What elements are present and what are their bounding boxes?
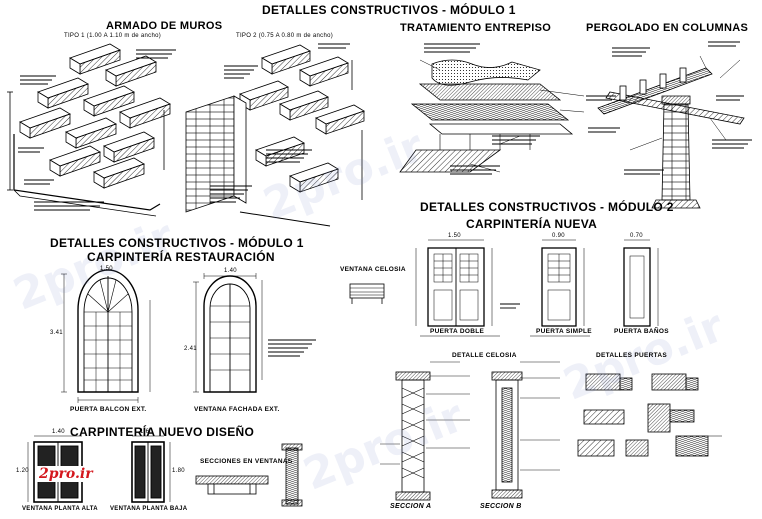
annotation-notes [18, 41, 752, 357]
caption-puerta-simple: PUERTA SIMPLE [536, 328, 592, 335]
dim-alta-width: 1.40 [52, 429, 65, 435]
dim-balcon-height: 3.41 [50, 330, 63, 336]
dim-fachada-width: 1.40 [224, 268, 237, 274]
caption-puerta-banos: PUERTA BAÑOS [614, 328, 669, 335]
ventana-planta-baja-elevation [131, 435, 171, 503]
dim-baja-height: 1.80 [172, 468, 185, 474]
caption-ventana-alta: VENTANA PLANTA ALTA [22, 506, 98, 512]
module2-title: DETALLES CONSTRUCTIVOS - MÓDULO 2 [420, 200, 674, 214]
puerta-balcon-elevation [61, 269, 151, 403]
dim-fachada-height: 2.41 [184, 346, 197, 352]
module1-left-title: DETALLES CONSTRUCTIVOS - MÓDULO 1 [50, 236, 304, 250]
armado-muros-tipo2 [185, 44, 365, 227]
caption-puerta-balcon: PUERTA BALCON EXT. [70, 406, 147, 413]
caption-tipo2: TIPO 2 (0.75 A 0.80 m de ancho) [236, 33, 334, 39]
section-carpinteria-restauracion: CARPINTERÍA RESTAURACIÓN [87, 250, 275, 264]
secciones-ventanas-detail [195, 443, 303, 507]
caption-seccion-a: SECCION A [390, 503, 432, 510]
detalle-celosia-sections [380, 361, 560, 501]
section-pergolado: PERGOLADO EN COLUMNAS [586, 22, 749, 34]
caption-ventana-fachada: VENTANA FACHADA EXT. [194, 406, 280, 413]
caption-tipo1: TIPO 1 (1.00 A 1.10 m de ancho) [64, 33, 162, 39]
main-title: DETALLES CONSTRUCTIVOS - MÓDULO 1 [262, 3, 516, 17]
dim-simple-width: 0.90 [552, 233, 565, 239]
site-logo: 2pro.ir [36, 466, 96, 482]
dim-balcon-width: 1.50 [100, 266, 113, 272]
dim-baja-width: 1.60 [140, 429, 153, 435]
puerta-banos-elevation [623, 239, 659, 327]
caption-seccion-b: SECCION B [480, 503, 522, 510]
puerta-doble-elevation [415, 239, 500, 337]
ventana-celosia-elevation [349, 283, 385, 304]
caption-detalles-puertas: DETALLES PUERTAS [596, 352, 668, 359]
caption-secciones-ventanas: SECCIONES EN VENTANAS [200, 458, 293, 465]
caption-ventana-celosia: VENTANA CELOSIA [340, 266, 406, 273]
section-armado-muros: ARMADO DE MUROS [106, 20, 223, 32]
section-carpinteria-nueva: CARPINTERÍA NUEVA [466, 217, 598, 231]
section-carpinteria-nuevo-diseno: CARPINTERÍA NUEVO DISEÑO [70, 425, 255, 439]
caption-puerta-doble: PUERTA DOBLE [430, 328, 485, 335]
puerta-simple-elevation [530, 239, 590, 337]
pergolado-detail [597, 55, 745, 209]
dim-banos-width: 0.70 [630, 233, 643, 239]
detalles-puertas-sections [577, 373, 722, 457]
ventana-fachada-elevation [193, 273, 263, 393]
tratamiento-entrepiso-detail [399, 59, 585, 173]
armado-muros-tipo1 [7, 43, 171, 217]
caption-detalle-celosia: DETALLE CELOSIA [452, 352, 517, 359]
dim-alta-height: 1.20 [16, 468, 29, 474]
caption-ventana-baja: VENTANA PLANTA BAJA [110, 506, 188, 512]
section-tratamiento-entrepiso: TRATAMIENTO ENTREPISO [400, 22, 552, 34]
dim-doble-width: 1.50 [448, 233, 461, 239]
